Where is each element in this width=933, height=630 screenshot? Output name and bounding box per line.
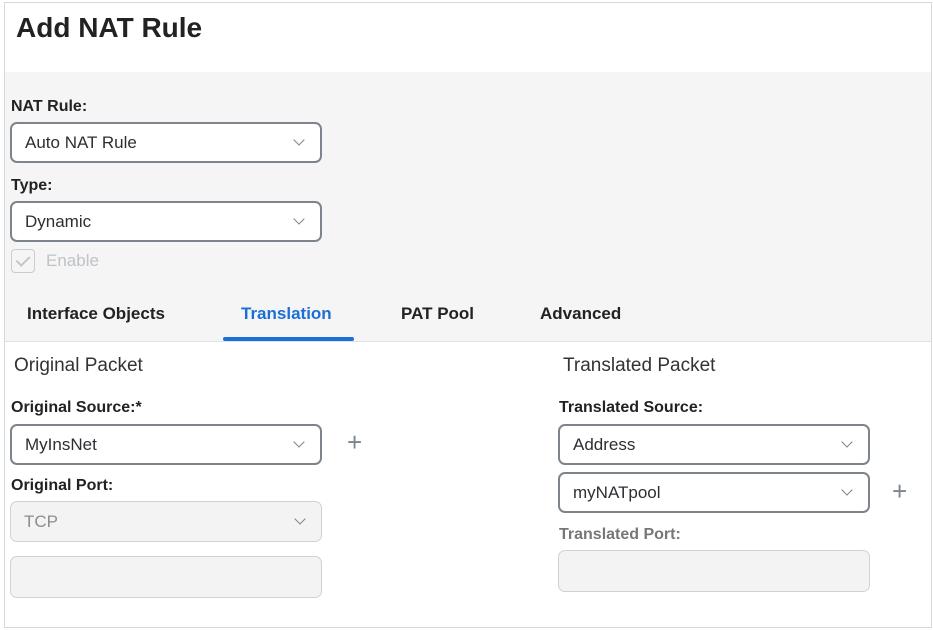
tab-pat-pool[interactable]: PAT Pool: [401, 304, 475, 323]
chevron-down-icon: [293, 436, 305, 448]
original-source-label: Original Source:*: [11, 399, 142, 416]
type-select[interactable]: Dynamic: [10, 201, 322, 242]
chevron-down-icon: [293, 134, 305, 146]
chevron-down-icon: [841, 436, 853, 448]
translated-port-label: Translated Port:: [559, 526, 681, 543]
nat-rule-value: Auto NAT Rule: [25, 132, 137, 152]
type-value: Dynamic: [25, 211, 92, 231]
original-port-select[interactable]: TCP: [10, 501, 322, 542]
translated-source-type-select[interactable]: Address: [558, 424, 870, 465]
tab-translation[interactable]: Translation: [241, 304, 332, 323]
translated-packet-heading: Translated Packet: [563, 355, 716, 376]
translated-source-select[interactable]: myNATpool: [558, 472, 870, 513]
chevron-down-icon: [841, 484, 853, 496]
original-port-value: TCP: [24, 511, 58, 531]
original-port-input[interactable]: [10, 556, 322, 598]
add-original-source-plus-icon[interactable]: +: [347, 427, 363, 457]
nat-rule-select[interactable]: Auto NAT Rule: [10, 122, 322, 163]
tab-advanced[interactable]: Advanced: [540, 304, 622, 323]
type-label: Type:: [11, 177, 53, 194]
dialog-title: Add NAT Rule: [16, 12, 203, 43]
tab-interface-objects[interactable]: Interface Objects: [27, 304, 165, 323]
nat-rule-label: NAT Rule:: [11, 98, 88, 115]
enable-label: Enable: [46, 251, 99, 270]
add-translated-source-plus-icon[interactable]: +: [892, 476, 908, 506]
translated-source-value: myNATpool: [573, 482, 661, 502]
original-port-label: Original Port:: [11, 477, 114, 494]
original-packet-heading: Original Packet: [14, 355, 143, 376]
active-tab-indicator: [223, 337, 354, 341]
original-source-select[interactable]: MyInsNet: [10, 424, 322, 465]
enable-checkbox[interactable]: [11, 249, 35, 273]
translated-source-type-value: Address: [573, 434, 636, 454]
translated-port-input[interactable]: [558, 550, 870, 592]
dialog-frame: [4, 2, 932, 628]
chevron-down-icon: [293, 213, 305, 225]
original-source-value: MyInsNet: [25, 434, 97, 454]
translated-source-label: Translated Source:: [559, 399, 704, 416]
chevron-down-icon: [294, 513, 306, 525]
